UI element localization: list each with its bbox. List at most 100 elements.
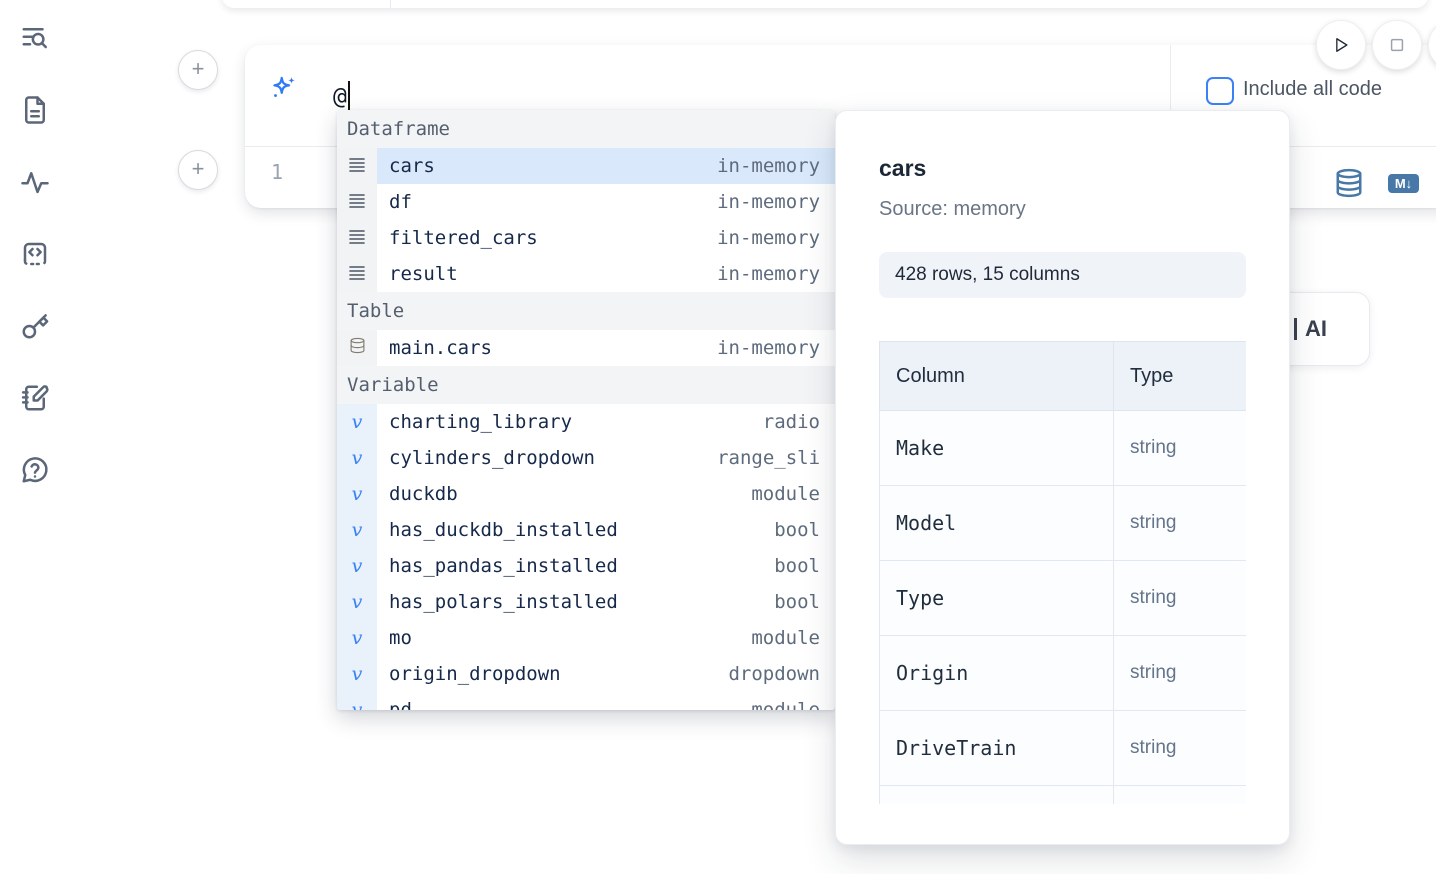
column-name-cell: Model [879, 485, 1114, 561]
dataframe-icon [337, 148, 377, 184]
item-type: range_slider [717, 447, 820, 469]
convert-to-sql-button[interactable] [1334, 168, 1364, 198]
item-name: duckdb [389, 483, 458, 505]
autocomplete-item[interactable]: main.cars in-memory [337, 330, 835, 366]
column-type-cell: string [1113, 560, 1246, 636]
scratchpad-icon[interactable] [20, 383, 50, 413]
variable-icon: v [337, 476, 377, 512]
autocomplete-item[interactable]: v charting_library radio [337, 404, 835, 440]
item-type: in-memory [717, 337, 820, 359]
dataframe-icon [337, 184, 377, 220]
snippets-icon[interactable] [20, 239, 50, 269]
variable-icon: v [337, 620, 377, 656]
ai-button-label: AI [1305, 316, 1327, 341]
column-name-cell: DriveTrain [879, 710, 1114, 786]
previous-cell-divider [390, 0, 391, 8]
stop-icon [1390, 38, 1404, 52]
column-type-cell [1113, 785, 1246, 804]
autocomplete-item[interactable]: result in-memory [337, 256, 835, 292]
variable-icon: v [337, 512, 377, 548]
item-name: has_duckdb_installed [389, 519, 618, 541]
item-type: bool [774, 555, 820, 577]
line-number: 1 [271, 160, 284, 184]
database-icon [1336, 168, 1362, 198]
stop-button[interactable] [1372, 20, 1422, 70]
column-name-cell [879, 785, 1114, 804]
include-all-code-checkbox[interactable] [1206, 77, 1234, 105]
item-name: df [389, 191, 412, 213]
add-cell-above-button[interactable]: + [178, 50, 218, 90]
variable-icon: v [337, 440, 377, 476]
include-all-code-label: Include all code [1243, 78, 1382, 100]
autocomplete-section-header: Table [337, 292, 835, 330]
variable-icon: v [337, 584, 377, 620]
item-name: cars [389, 155, 435, 177]
dataframe-icon [337, 256, 377, 292]
variable-icon: v [337, 548, 377, 584]
item-name: has_polars_installed [389, 591, 618, 613]
column-header: Column [879, 341, 1114, 411]
help-icon[interactable] [20, 455, 50, 485]
autocomplete-section-header: Variable [337, 366, 835, 404]
file-icon[interactable] [20, 95, 50, 125]
dataframe-icon [337, 220, 377, 256]
item-type: radio [762, 411, 820, 433]
column-type-cell: string [1113, 410, 1246, 486]
tracebacks-icon[interactable] [20, 167, 50, 197]
item-name: charting_library [389, 411, 573, 433]
item-type: module [751, 699, 820, 710]
autocomplete-item[interactable]: v pd module [337, 692, 835, 710]
variable-icon: v [337, 404, 377, 440]
item-type: in-memory [717, 263, 820, 285]
item-name: cylinders_dropdown [389, 447, 595, 469]
dataframe-preview-popup: cars Source: memory 428 rows, 15 columns… [835, 110, 1290, 845]
toc-search-icon[interactable] [20, 23, 50, 53]
prompt-divider [1170, 45, 1171, 146]
item-name: pd [389, 699, 412, 710]
item-type: module [751, 483, 820, 505]
item-name: main.cars [389, 337, 492, 359]
autocomplete-item[interactable]: v has_duckdb_installed bool [337, 512, 835, 548]
ai-prompt-input[interactable]: @ [333, 81, 351, 110]
column-name-cell: Type [879, 560, 1114, 636]
secrets-key-icon[interactable] [20, 311, 50, 341]
ai-prompt-row: @ Include all code [245, 45, 1436, 146]
item-type: in-memory [717, 155, 820, 177]
item-type: bool [774, 519, 820, 541]
clipped-letter [1294, 318, 1297, 340]
preview-shape-badge: 428 rows, 15 columns [879, 252, 1246, 298]
sidebar [20, 23, 52, 485]
item-type: dropdown [728, 663, 820, 685]
variable-icon: v [337, 692, 377, 710]
autocomplete-item[interactable]: cars in-memory [337, 148, 835, 184]
item-name: filtered_cars [389, 227, 538, 249]
table-row [879, 785, 1246, 804]
item-name: mo [389, 627, 412, 649]
database-icon [337, 330, 377, 366]
item-type: in-memory [717, 227, 820, 249]
preview-title: cars [879, 155, 927, 181]
type-header: Type [1113, 341, 1246, 411]
convert-to-markdown-button[interactable]: M↓ [1388, 174, 1419, 193]
item-type: module [751, 627, 820, 649]
column-name-cell: Make [879, 410, 1114, 486]
autocomplete-item[interactable]: filtered_cars in-memory [337, 220, 835, 256]
autocomplete-item[interactable]: v cylinders_dropdown range_slider [337, 440, 835, 476]
add-cell-below-button[interactable]: + [178, 150, 218, 190]
run-cell-button[interactable] [1316, 20, 1366, 70]
item-name: result [389, 263, 458, 285]
text-caret [348, 81, 351, 110]
column-type-cell: string [1113, 710, 1246, 786]
